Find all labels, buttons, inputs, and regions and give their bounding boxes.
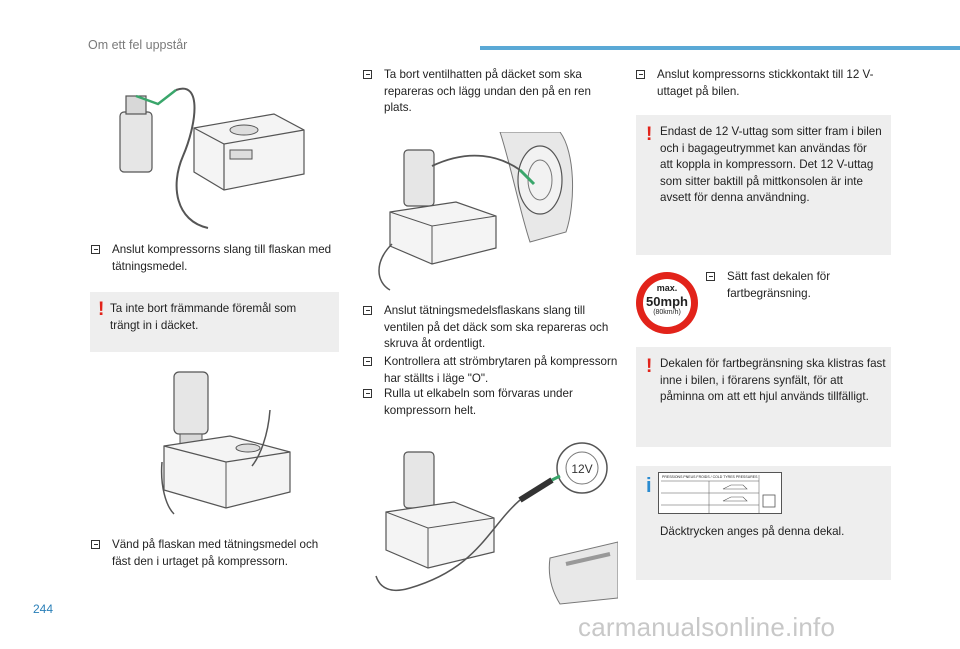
warning-icon: ! bbox=[646, 356, 653, 377]
warning-note-12v-sockets: ! Endast de 12 V-uttag som sitter fram i… bbox=[636, 115, 891, 255]
step-unroll-cable: Rulla ut elkabeln som förvaras under kom… bbox=[363, 386, 618, 419]
checkbox-icon bbox=[363, 357, 372, 366]
checkbox-icon bbox=[706, 272, 715, 281]
checkbox-icon bbox=[91, 540, 100, 549]
step-remove-valve-cap: Ta bort ventilhatten på däcket som ska r… bbox=[363, 67, 613, 117]
illustration-bottle-into-compressor bbox=[160, 371, 291, 515]
checkbox-icon bbox=[91, 245, 100, 254]
tyre-pressure-label-image: PRESSIONS PNEUS FROIDS / COLD TYRES PRES… bbox=[658, 472, 782, 514]
step-attach-speed-sticker: Sätt fast dekalen för fartbegränsning. bbox=[706, 269, 886, 302]
section-title: Om ett fel uppstår bbox=[88, 38, 188, 52]
checkbox-icon bbox=[363, 389, 372, 398]
checkbox-icon bbox=[363, 306, 372, 315]
sign-max-label: max. bbox=[656, 283, 678, 293]
tyre-pressure-label-heading: PRESSIONS PNEUS FROIDS / COLD TYRES PRES… bbox=[662, 475, 758, 479]
illustration-12v-plug: 12V bbox=[375, 442, 618, 605]
tyre-pressure-table-graphic bbox=[661, 475, 776, 513]
header-accent-bar bbox=[480, 46, 960, 50]
checkbox-icon bbox=[363, 70, 372, 79]
sign-kmh-label: (80km/h) bbox=[653, 309, 681, 316]
step-connect-hose: Anslut kompressorns slang till flaskan m… bbox=[91, 242, 339, 275]
illustration-hose-to-bottle bbox=[119, 87, 305, 229]
step-connect-plug: Anslut kompressorns stickkontakt till 12… bbox=[636, 67, 890, 100]
warning-icon: ! bbox=[98, 299, 105, 320]
warning-note-speed-sticker: ! Dekalen för fartbegränsning ska klistr… bbox=[636, 347, 891, 447]
step-mount-bottle: Vänd på flaskan med tätningsmedel och fä… bbox=[91, 537, 339, 570]
watermark: carmanualsonline.info bbox=[578, 612, 836, 642]
sign-speed-label: 50mph bbox=[646, 294, 688, 309]
step-check-switch: Kontrollera att strömbrytaren på kompres… bbox=[363, 354, 618, 387]
warning-note-foreign-objects: ! Ta inte bort främmande föremål som trä… bbox=[90, 292, 339, 352]
warning-icon: ! bbox=[646, 124, 653, 145]
illustration-valve-connection bbox=[378, 132, 574, 291]
checkbox-icon bbox=[636, 70, 645, 79]
step-connect-valve: Anslut tätningsmedelsflaskans slang till… bbox=[363, 303, 618, 353]
speed-limit-sign: max. 50mph (80km/h) bbox=[636, 272, 698, 334]
page-number: 244 bbox=[33, 602, 54, 616]
socket-12v-label: 12V bbox=[571, 462, 592, 476]
info-icon: i bbox=[646, 475, 652, 497]
